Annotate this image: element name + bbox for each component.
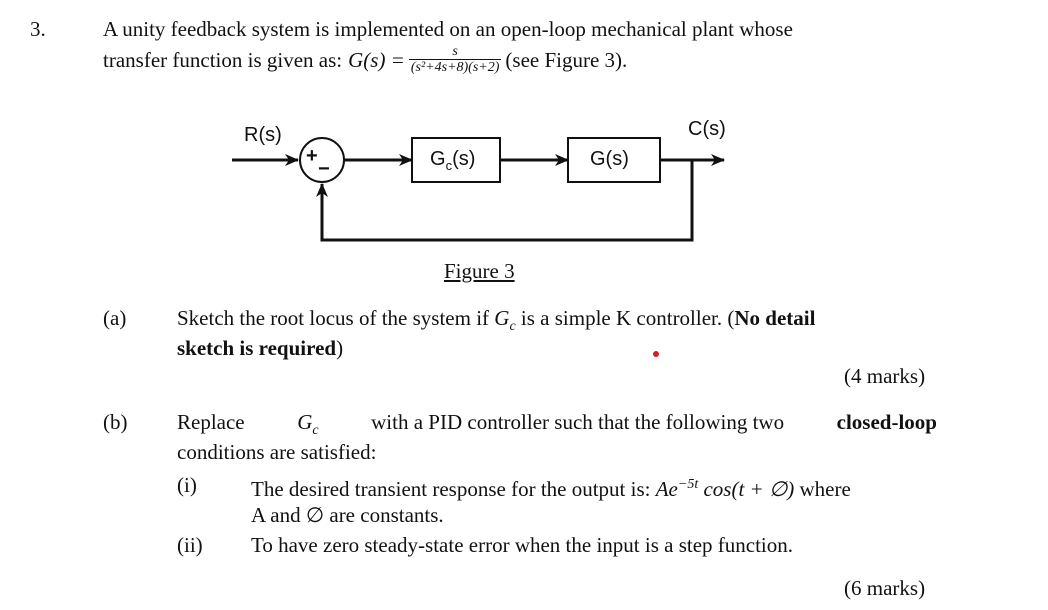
part-a-label: (a)	[103, 306, 127, 330]
part-b-line-2: conditions are satisfied:	[177, 440, 377, 464]
part-a-bold-1: No detail	[734, 306, 816, 330]
sub-i-cos: cos(t + ∅)	[703, 477, 795, 501]
sub-i-line-2: A and ∅ are constants.	[251, 503, 444, 527]
controller-block-label: Gc(s)	[430, 148, 475, 173]
tf-numerator: s	[452, 44, 458, 59]
sub-i-where: where	[799, 477, 851, 501]
sub-i-expression: Ae−5t	[655, 477, 699, 501]
transfer-function-fraction: s (s²+4s+8)(s+2)	[408, 44, 502, 76]
controller-subscript: c	[445, 158, 453, 173]
figure-caption: Figure 3	[444, 259, 515, 283]
sub-i-text: The desired transient response for the o…	[251, 477, 651, 501]
plant-block	[567, 137, 661, 183]
part-b-label: (b)	[103, 410, 128, 434]
sum-minus-sign: −	[318, 158, 330, 180]
part-a-marks: (4 marks)	[844, 364, 926, 388]
part-b-text-mid: with a PID controller such that the foll…	[371, 410, 785, 434]
intro-line-2-prefix: transfer function is given as:	[103, 48, 343, 72]
feedback-path	[316, 160, 694, 242]
tf-lhs: G(s) =	[348, 48, 405, 72]
tf-denominator: (s²+4s+8)(s+2)	[408, 59, 502, 75]
part-a-bold-2: sketch is required	[177, 336, 337, 360]
part-a-text-mid: is a simple K controller. (	[520, 306, 735, 330]
part-b-line-1: Replace Gc with a PID controller such th…	[177, 409, 937, 444]
part-a-line-2: sketch is required)	[177, 335, 343, 361]
part-a-close: )	[336, 336, 344, 360]
sub-i-label: (i)	[177, 473, 197, 497]
controller-argument: (s)	[452, 148, 476, 170]
part-b-text-pre: Replace	[177, 410, 245, 434]
sub-i-line-1: The desired transient response for the o…	[251, 472, 851, 502]
input-label: R(s)	[244, 124, 282, 146]
part-a-gc: Gc	[494, 306, 516, 335]
part-b-bold: closed-loop	[836, 410, 937, 434]
block-diagram	[232, 137, 725, 242]
part-b-marks: (6 marks)	[844, 576, 926, 600]
controller-symbol: G	[430, 148, 446, 170]
sub-ii-text: To have zero steady-state error when the…	[251, 533, 794, 557]
intro-line-2-suffix: (see Figure 3).	[505, 48, 628, 72]
question-number: 3.	[30, 17, 46, 41]
intro-line-1: A unity feedback system is implemented o…	[103, 17, 793, 41]
plant-block-label: G(s)	[590, 148, 629, 170]
part-a-text: Sketch the root locus of the system if	[177, 306, 490, 330]
sub-ii-label: (ii)	[177, 533, 203, 557]
red-annotation-dot	[653, 351, 659, 357]
part-a-line-1: Sketch the root locus of the system if G…	[177, 305, 815, 340]
part-b-gc: Gc	[297, 410, 319, 439]
sum-plus-sign: +	[306, 145, 318, 167]
output-label: C(s)	[688, 118, 726, 140]
intro-line-2: transfer function is given as: G(s) = s …	[103, 44, 627, 76]
